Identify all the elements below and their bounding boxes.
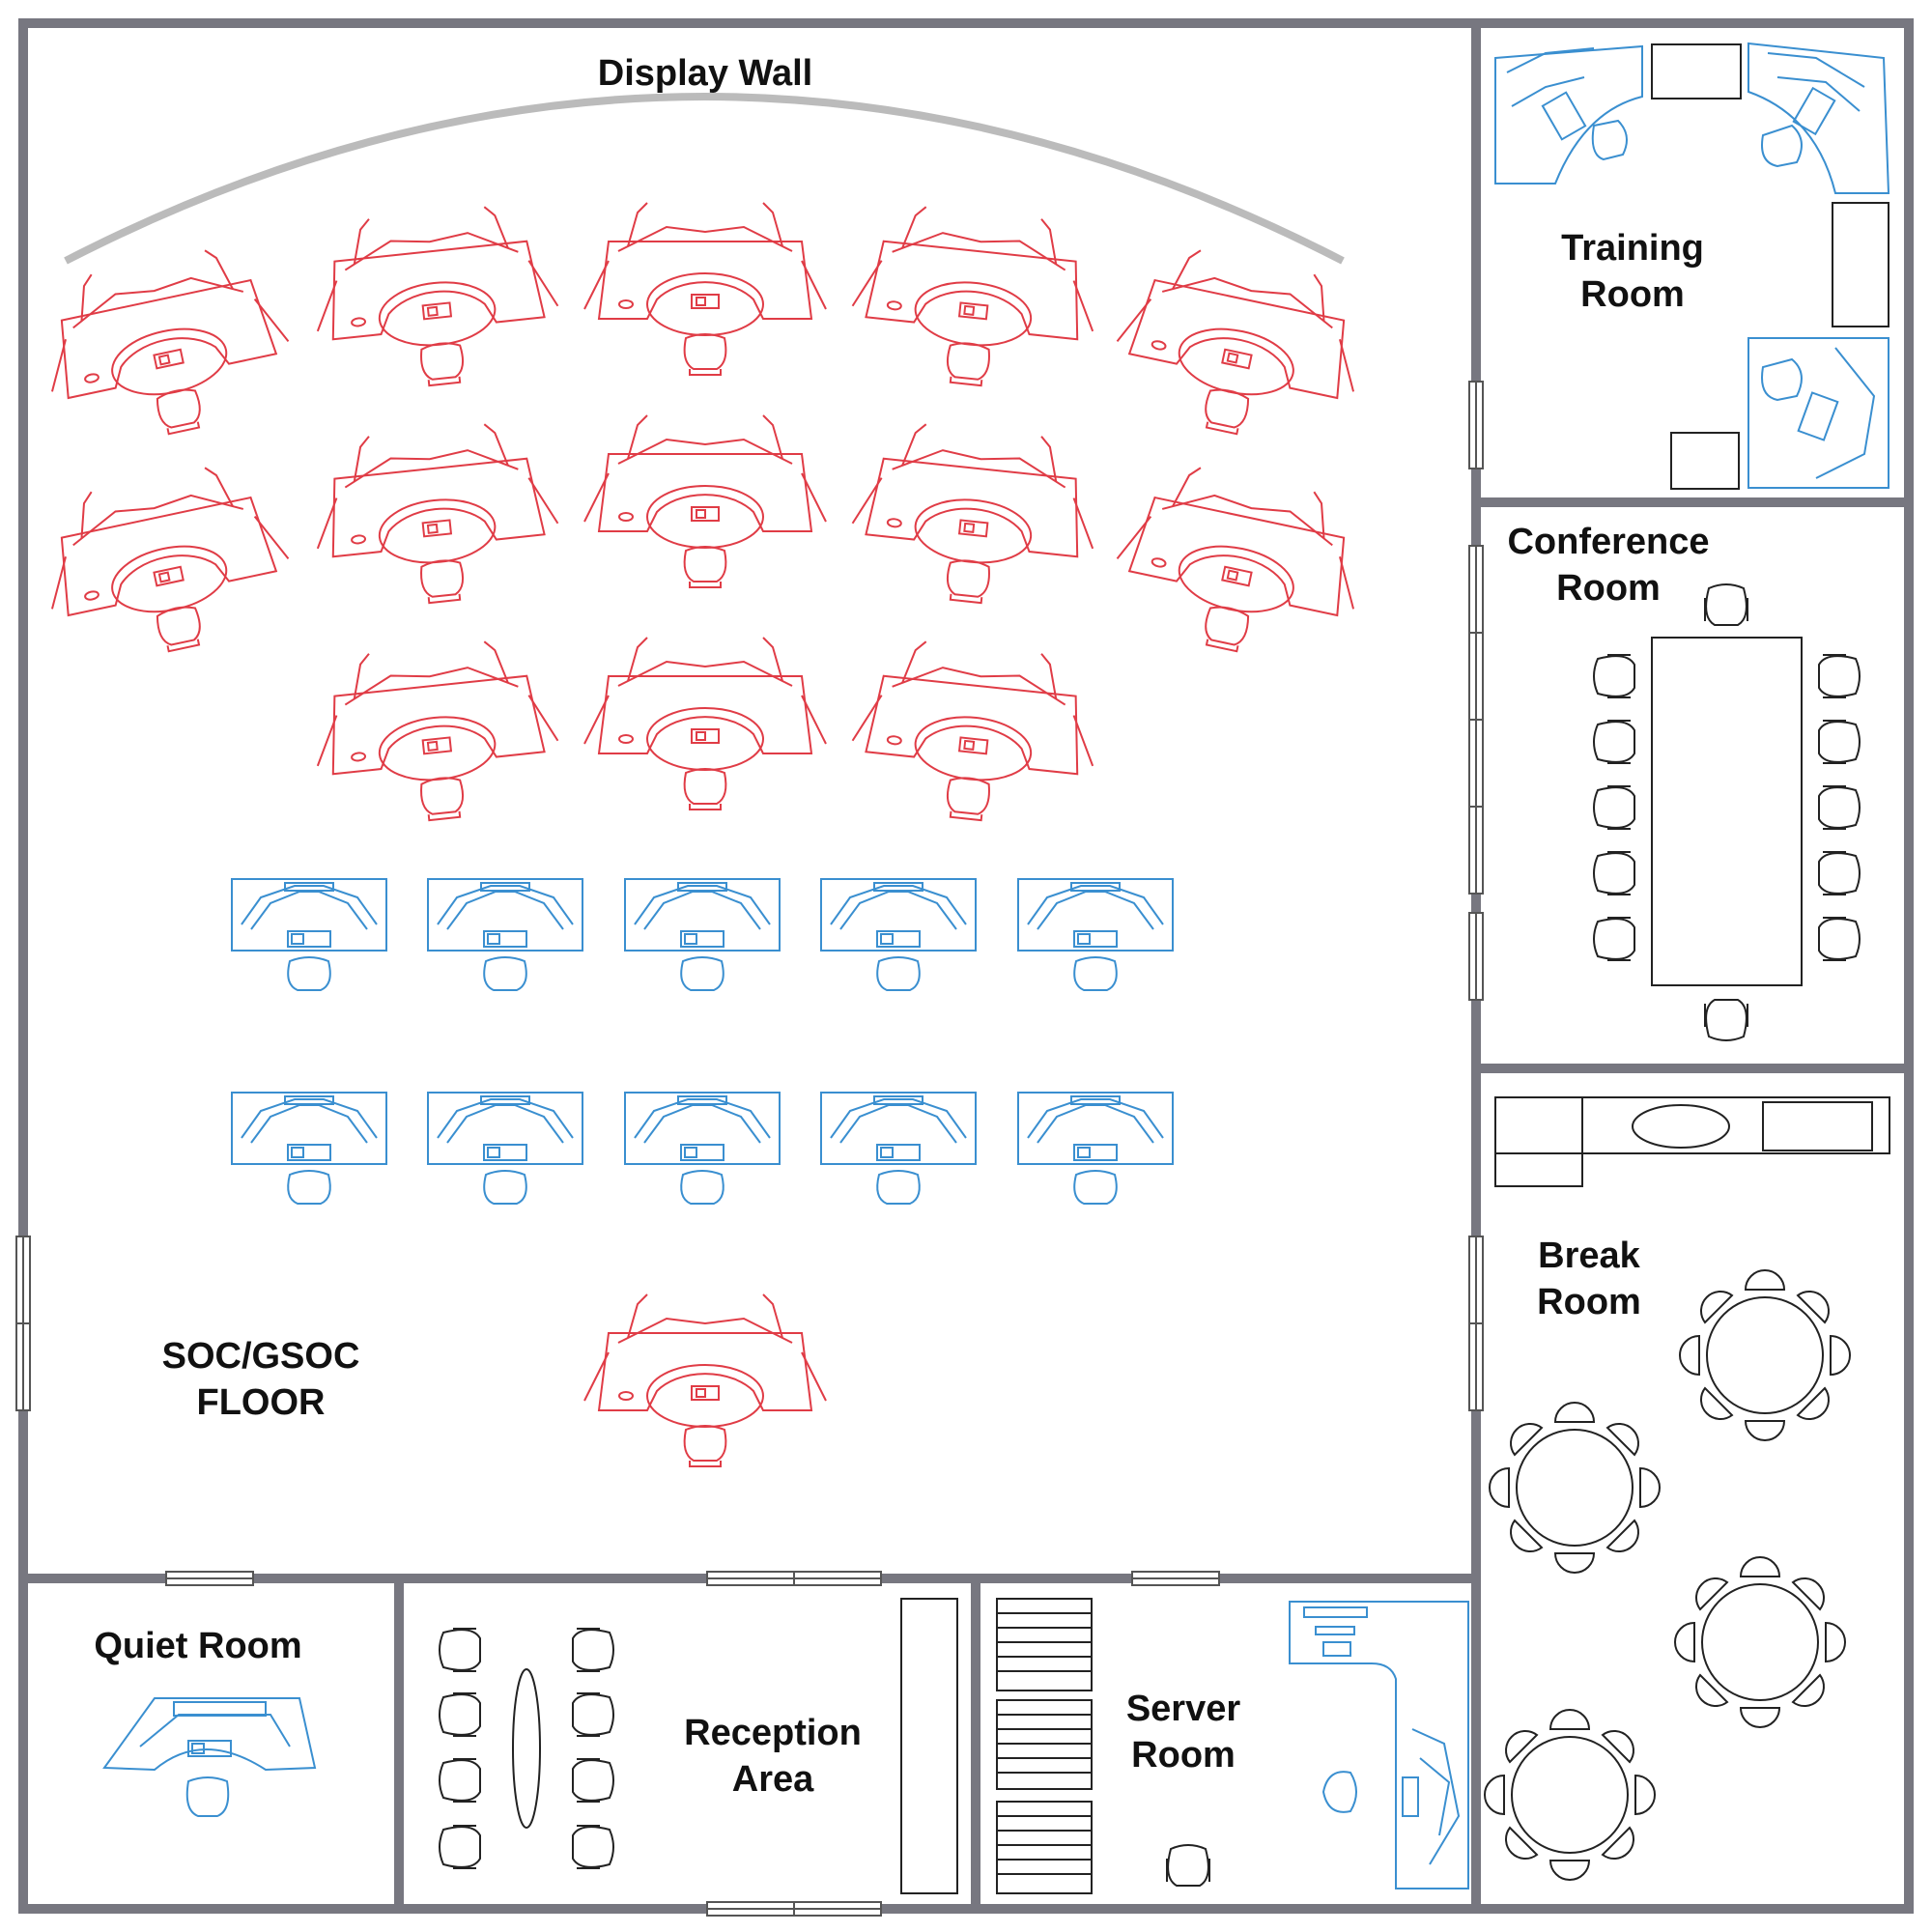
quiet-room-furniture <box>102 1697 317 1817</box>
command-console <box>29 236 303 457</box>
analyst-workstations <box>231 878 1174 1205</box>
walls <box>18 18 1914 1914</box>
break-room-line1: Break <box>1538 1236 1640 1276</box>
break-room-line2: Room <box>1537 1282 1641 1322</box>
reception-area-line1: Reception <box>684 1713 862 1753</box>
training-room-label: Training Room <box>1536 225 1729 318</box>
conference-room-furniture <box>1593 583 1861 1041</box>
command-console <box>1102 236 1377 457</box>
command-consoles <box>29 199 1377 1467</box>
conference-table <box>1651 637 1803 986</box>
conference-room-line2: Room <box>1556 568 1661 609</box>
command-console <box>583 637 827 810</box>
server-room-line2: Room <box>1131 1735 1236 1776</box>
reception-furniture <box>439 1598 958 1894</box>
workstation <box>231 1092 387 1205</box>
command-console <box>583 202 827 376</box>
server-room-line1: Server <box>1125 1689 1241 1729</box>
display-wall <box>64 93 1345 265</box>
training-room-line2: Room <box>1580 274 1685 315</box>
break-table <box>1679 1269 1851 1441</box>
workstation <box>624 1092 781 1205</box>
command-console <box>844 634 1105 833</box>
reception-area-line2: Area <box>731 1759 814 1800</box>
command-console <box>29 453 303 674</box>
command-console <box>844 416 1105 615</box>
break-room-label: Break Room <box>1507 1233 1671 1325</box>
workstation <box>820 878 977 991</box>
break-room-furniture <box>1484 1096 1890 1881</box>
break-table <box>1484 1709 1656 1881</box>
training-room-furniture <box>1494 42 1890 490</box>
display-wall-text: Display Wall <box>597 53 813 94</box>
command-console <box>305 199 566 398</box>
conference-room-line1: Conference <box>1507 522 1710 562</box>
soc-floor-line1: SOC/GSOC <box>161 1336 360 1377</box>
conference-room-label: Conference Room <box>1497 519 1719 611</box>
command-console <box>583 414 827 588</box>
command-console <box>844 199 1105 398</box>
break-table <box>1674 1556 1846 1728</box>
break-table <box>1489 1402 1661 1574</box>
command-console <box>305 634 566 833</box>
workstation <box>1017 1092 1174 1205</box>
reception-area-label: Reception Area <box>667 1710 879 1803</box>
command-console <box>583 1293 827 1467</box>
training-room-line1: Training <box>1561 228 1704 269</box>
server-room-label: Server Room <box>1101 1686 1265 1778</box>
soc-floor-label: SOC/GSOC FLOOR <box>135 1333 386 1426</box>
workstation <box>820 1092 977 1205</box>
workstation <box>624 878 781 991</box>
quiet-room-line1: Quiet Room <box>94 1626 302 1666</box>
workstation <box>231 878 387 991</box>
display-wall-label: Display Wall <box>570 50 840 97</box>
quiet-room-label: Quiet Room <box>77 1623 319 1669</box>
workstation <box>427 1092 583 1205</box>
soc-floor-line2: FLOOR <box>196 1382 326 1423</box>
workstation <box>427 878 583 991</box>
command-console <box>1102 453 1377 674</box>
server-room-furniture <box>996 1598 1469 1894</box>
workstation <box>1017 878 1174 991</box>
command-console <box>305 416 566 615</box>
